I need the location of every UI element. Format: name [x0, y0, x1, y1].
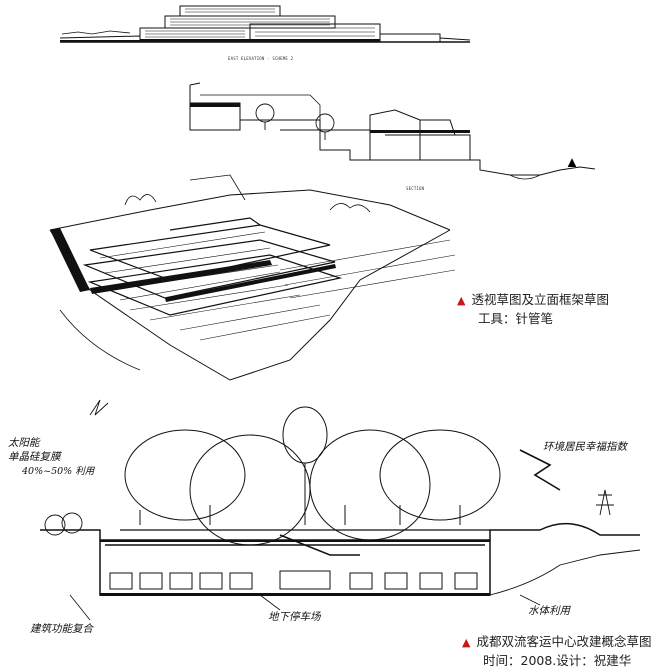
annotation-solar-3: 40%~50% 利用	[22, 466, 95, 477]
caption-triangle-icon-2: ▲	[462, 636, 471, 649]
top-caption-line1: 透视草图及立面框架草图	[471, 292, 609, 307]
bottom-caption-line2: 时间：2008.设计：祝建华	[483, 653, 632, 668]
annotation-solar-2: 单晶硅复膜	[8, 451, 61, 463]
concept-sketch: 太阳能 单晶硅复膜 40%~50% 利用 环境居民幸福指数 建筑功能复合 地下停…	[0, 395, 671, 635]
concept-drawing	[40, 399, 641, 621]
bottom-caption-line1: 成都双流客运中心改建概念草图	[476, 634, 652, 649]
annotation-solar-1: 太阳能	[8, 437, 40, 449]
perspective-sketch	[30, 170, 460, 390]
bottom-caption: ▲ 成都双流客运中心改建概念草图 时间：2008.设计：祝建华	[462, 633, 651, 670]
section-drawing	[189, 82, 596, 180]
section-sketch: SECTION	[180, 75, 600, 195]
elevation-drawing	[59, 5, 471, 43]
annotation-water: 水体利用	[528, 605, 570, 617]
elevation-sketch: EAST ELEVATION - SCHEME 2	[0, 0, 671, 70]
perspective-drawing	[49, 174, 456, 381]
top-caption-line2: 工具：针管笔	[478, 311, 554, 326]
annotation-parking: 地下停车场	[268, 611, 321, 623]
annotation-wellbeing: 环境居民幸福指数	[543, 441, 627, 453]
section-label: SECTION	[406, 186, 425, 191]
elevation-label: EAST ELEVATION - SCHEME 2	[228, 56, 294, 61]
annotation-complex: 建筑功能复合	[30, 623, 93, 635]
caption-triangle-icon: ▲	[457, 294, 466, 307]
top-caption: ▲ 透视草图及立面框架草图 工具：针管笔	[457, 291, 609, 328]
